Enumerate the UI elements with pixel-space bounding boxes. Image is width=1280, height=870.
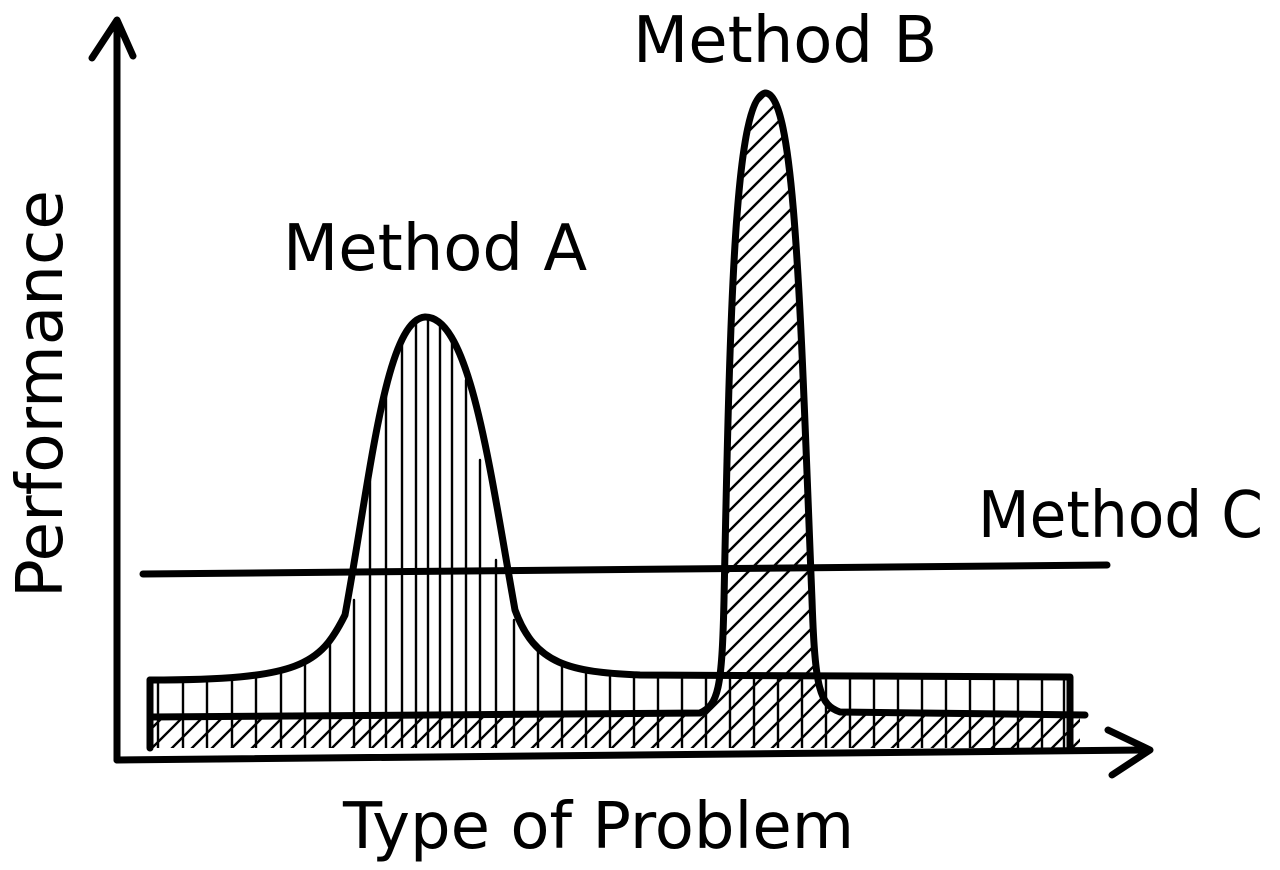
method-a-hatching — [156, 316, 1066, 748]
method-b-label: Method B — [633, 4, 937, 78]
method-c-line — [139, 561, 1111, 578]
x-axis-arrowhead — [1104, 726, 1154, 779]
y-axis-label: Performance — [4, 190, 78, 598]
y-axis-arrowhead — [88, 16, 137, 62]
method-a-label: Method A — [283, 212, 587, 286]
x-axis — [113, 746, 1152, 764]
method-c-label: Method C — [978, 479, 1263, 553]
x-axis-label: Type of Problem — [342, 790, 854, 864]
method-b-curve — [146, 89, 1089, 721]
method-a-curve — [146, 313, 1074, 752]
method-b-hatching — [150, 92, 1080, 749]
